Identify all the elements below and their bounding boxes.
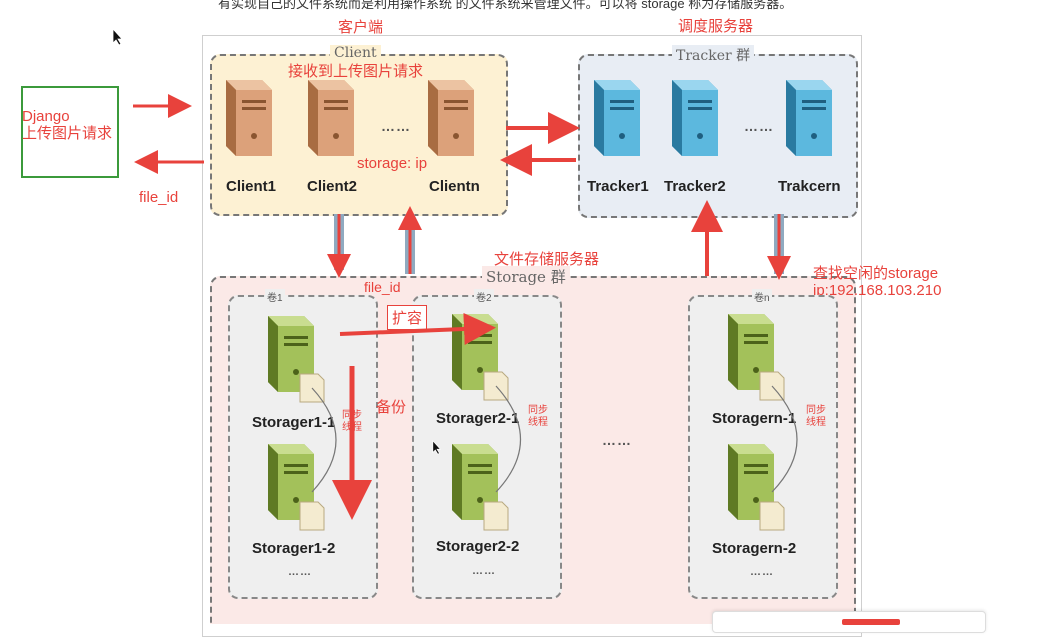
arrows-layer [133,94,791,520]
volume-1-label: 卷1 [265,289,285,304]
volume-n-label: 卷n [752,289,772,304]
client1-label: Client1 [226,178,277,195]
storager1-1-label: Storager1-1 [252,414,336,431]
volume-2-sync-arc [495,385,522,493]
storagern-1-label: Storagern-1 [712,410,797,427]
tracker2-label: Tracker2 [664,178,726,195]
storager2-2-label: Storager2-2 [436,538,520,555]
storage-ip-note: storage: ip [357,155,428,172]
tracker1-label: Tracker1 [587,178,649,195]
storage-title: 文件存储服务器 [494,251,600,268]
storage-middle-dots: …… [602,432,632,448]
django-label-line2: 上传图片请求 [22,125,113,142]
volume-1-sync-arc [311,387,337,493]
top-description-text: 有实现自己的文件系统而是利用操作系统 的文件系统来管理文件。可以将 storag… [218,0,793,11]
find-free-storage-note: 查找空闲的storage ip:192.168.103.210 [813,265,941,299]
client-dots: …… [381,118,411,134]
volume-n-sync-label: 同步线程 [806,405,826,428]
clientn-label: Clientn [429,178,480,195]
tracker-dots: …… [744,118,774,134]
sync-arcs [311,385,798,493]
find-free-line1: 查找空闲的storage [813,265,939,282]
volume-2-dots: …… [472,565,496,577]
file-id-left-label: file_id [139,189,179,206]
mouse-cursor-icon [112,27,124,51]
tracker-title: 调度服务器 [678,18,754,35]
django-label-line1: Django [22,108,70,125]
client-note: 接收到上传图片请求 [288,63,424,80]
volume-1-dots: …… [288,566,312,578]
volume-2-sync-label: 同步线程 [528,405,548,428]
storagern-2-label: Storagern-2 [712,540,797,557]
tracker-group-label: Tracker 群 [672,45,755,65]
find-free-line2: ip:192.168.103.210 [813,282,942,299]
mouse-cursor-icon-2 [432,439,442,460]
storager2-1-label: Storager2-1 [436,410,520,427]
volume-n-sync-arc [771,385,798,493]
client2-label: Client2 [307,178,358,195]
client-group-label: Client [330,45,381,61]
backup-label: 备份 [376,399,407,416]
volume-n-dots: …… [750,566,774,578]
file-id-storage-label: file_id [364,279,401,295]
storager1-2-label: Storager1-2 [252,540,336,557]
client-title: 客户端 [338,19,384,36]
expand-arrow [339,312,496,345]
volume-2-label: 卷2 [474,289,494,304]
django-box [21,86,119,178]
bottom-toolbar-accent[interactable] [842,619,900,625]
django-label: Django 上传图片请求 [22,108,112,142]
trackern-label: Trakcern [778,178,841,195]
storage-group-label: Storage 群 [482,266,570,287]
